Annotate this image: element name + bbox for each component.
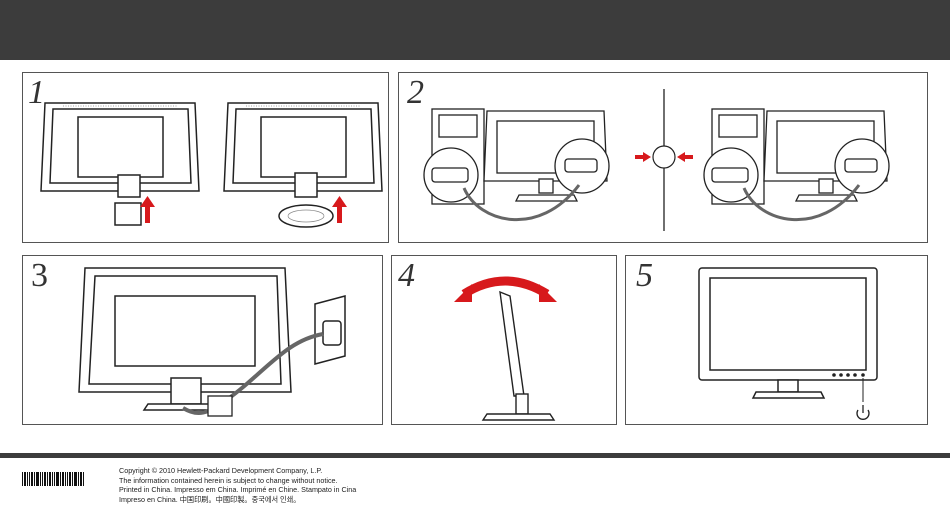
printed-in-line-2: Impreso en China. 中国印刷。中國印製。중국에서 인쇄。 xyxy=(119,495,356,505)
barcode xyxy=(22,472,84,490)
power-cable-illustration xyxy=(23,256,384,426)
step-5-panel: 5 xyxy=(625,255,928,425)
step-1-panel: 1 xyxy=(22,72,389,243)
power-icon xyxy=(857,405,869,419)
tilt-adjust-illustration xyxy=(392,256,618,426)
power-on-illustration xyxy=(626,256,929,426)
copyright-line: Copyright © 2010 Hewlett-Packard Develop… xyxy=(119,466,356,476)
double-arrow-or-icon xyxy=(635,146,693,168)
header-bar xyxy=(0,0,950,60)
step-3-panel: 3 xyxy=(22,255,383,425)
step-4-panel: 4 xyxy=(391,255,617,425)
video-cable-illustration xyxy=(399,73,929,244)
notice-line: The information contained herein is subj… xyxy=(119,476,356,486)
printed-in-line: Printed in China. Impresso em China. Imp… xyxy=(119,485,356,495)
footer-bar xyxy=(0,453,950,458)
step-2-panel: 2 xyxy=(398,72,928,243)
legal-text: Copyright © 2010 Hewlett-Packard Develop… xyxy=(119,466,356,504)
stand-attach-illustration xyxy=(23,73,390,244)
up-arrow-icon xyxy=(140,196,155,223)
up-arrow-icon xyxy=(332,196,347,223)
